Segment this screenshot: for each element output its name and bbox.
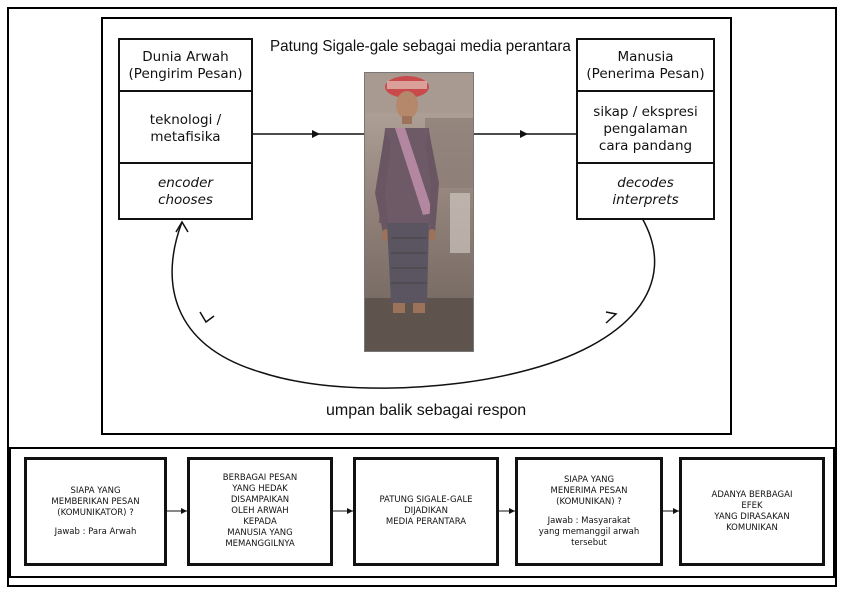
step2-line3: DISAMPAIKAN <box>230 495 290 505</box>
receiver-medium-line1: sikap / ekspresi <box>593 103 698 120</box>
sender-header: Dunia Arwah (Pengirim Pesan) <box>120 40 251 92</box>
step1-line2: MEMBERIKAN PESAN <box>51 496 140 507</box>
receiver-role: decodes interprets <box>578 162 713 220</box>
receiver-medium: sikap / ekspresi pengalaman cara pandang <box>578 90 713 166</box>
step1-line4: Jawab : Para Arwah <box>54 526 137 537</box>
feedback-label: umpan balik sebagai respon <box>326 402 527 419</box>
receiver-header-line2: (Penerima Pesan) <box>586 66 705 82</box>
feedback-arrowhead-top <box>175 220 189 233</box>
step2-line7: MEMANGGILNYA <box>225 539 295 549</box>
step2-line5: KEPADA <box>243 517 277 527</box>
step3-line3: MEDIA PERANTARA <box>385 517 467 527</box>
sender-medium: teknologi / metafisika <box>120 90 251 166</box>
step5-line3: YANG DIRASAKAN <box>714 511 790 522</box>
receiver-medium-line2: pengalaman <box>603 120 688 137</box>
receiver-role-line1: decodes <box>617 175 674 191</box>
sender-header-line1: Dunia Arwah <box>142 49 229 65</box>
step2-line6: MANUSIA YANG <box>227 528 293 538</box>
step2-line4: OLEH ARWAH <box>231 506 289 516</box>
step4-line5: yang memanggil arwah <box>538 526 640 537</box>
step2-line1: BERBAGAI PESAN <box>222 473 298 483</box>
receiver-header-line1: Manusia <box>617 49 674 65</box>
step3-line2: DIJADIKAN <box>404 506 448 516</box>
step5-line4: KOMUNIKAN <box>726 522 778 533</box>
receiver-box: Manusia (Penerima Pesan) sikap / ekspres… <box>576 38 715 220</box>
outer-frame <box>7 7 837 587</box>
arrowhead-sender-to-media <box>312 130 320 138</box>
step4-line4: Jawab : Masyarakat <box>547 515 631 526</box>
sender-medium-line2: metafisika <box>150 129 221 145</box>
sender-role-line2: chooses <box>158 192 213 208</box>
step5-line2: EFEK <box>741 500 763 511</box>
sender-medium-line1: teknologi / <box>149 112 222 128</box>
step1-line1: SIAPA YANG <box>70 485 121 496</box>
feedback-arrowhead-right <box>605 311 618 324</box>
sender-role: encoder chooses <box>120 162 251 220</box>
flow-step-message: BERBAGAI PESAN YANG HEDAK DISAMPAIKAN OL… <box>187 457 333 566</box>
step4-line3: (KOMUNIKAN) ? <box>556 496 622 507</box>
step4-line2: MENERIMA PESAN <box>550 485 628 496</box>
sender-role-line1: encoder <box>158 175 213 191</box>
step5-line1: ADANYA BERBAGAI <box>711 489 793 500</box>
feedback-arrowhead-left <box>199 311 215 324</box>
flow-step-communicant: SIAPA YANG MENERIMA PESAN (KOMUNIKAN) ? … <box>515 457 663 566</box>
sender-header-line2: (Pengirim Pesan) <box>128 66 243 82</box>
step4-line6: tersebut <box>571 537 607 548</box>
step1-line3: (KOMUNIKATOR) ? <box>57 507 134 518</box>
step4-line1: SIAPA YANG <box>563 474 615 485</box>
receiver-header: Manusia (Penerima Pesan) <box>578 40 713 92</box>
receiver-role-line2: interprets <box>612 192 679 208</box>
flow-step-communicator: SIAPA YANG MEMBERIKAN PESAN (KOMUNIKATOR… <box>24 457 167 566</box>
diagram-title: Patung Sigale-gale sebagai media peranta… <box>270 38 571 55</box>
step2-line2: YANG HEDAK <box>232 484 288 494</box>
feedback-loop <box>171 217 656 389</box>
arrowhead-media-to-receiver <box>520 130 528 138</box>
receiver-medium-line3: cara pandang <box>598 137 693 154</box>
sender-box: Dunia Arwah (Pengirim Pesan) teknologi /… <box>118 38 253 220</box>
flow-step-media: PATUNG SIGALE-GALE DIJADIKAN MEDIA PERAN… <box>353 457 499 566</box>
sigale-gale-statue-image <box>364 72 474 352</box>
step3-line1: PATUNG SIGALE-GALE <box>379 495 473 505</box>
flow-step-effect: ADANYA BERBAGAI EFEK YANG DIRASAKAN KOMU… <box>679 457 825 566</box>
